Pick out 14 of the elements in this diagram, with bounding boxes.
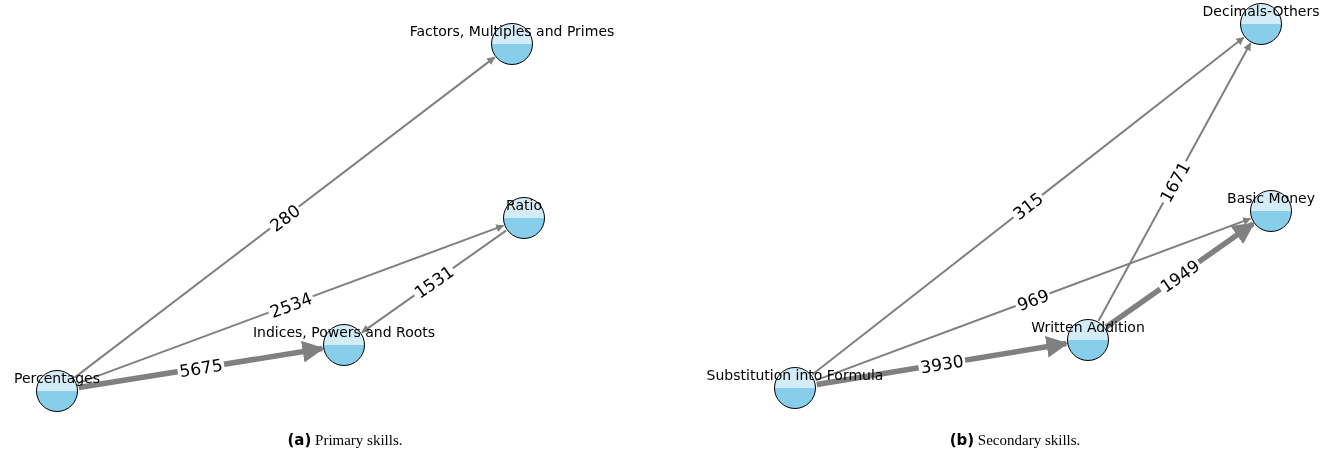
- arrow: [814, 217, 1252, 382]
- caption: (b) Secondary skills.: [949, 429, 1081, 451]
- node-label: Factors, Multiples and Primes: [409, 23, 615, 39]
- arrow: [73, 56, 496, 379]
- caption: (a) Primary skills.: [287, 429, 403, 451]
- node-label: Substitution into Formula: [706, 367, 884, 383]
- node-label: Percentages: [13, 370, 101, 386]
- node-label: Indices, Powers and Roots: [252, 324, 436, 340]
- arrow: [76, 224, 505, 385]
- node-label: Written Addition: [1031, 319, 1145, 335]
- node-label: Decimals-Others: [1202, 3, 1320, 19]
- node-label: Basic Money: [1227, 190, 1315, 206]
- arrow: [811, 36, 1245, 376]
- node-label: Ratio: [506, 197, 542, 213]
